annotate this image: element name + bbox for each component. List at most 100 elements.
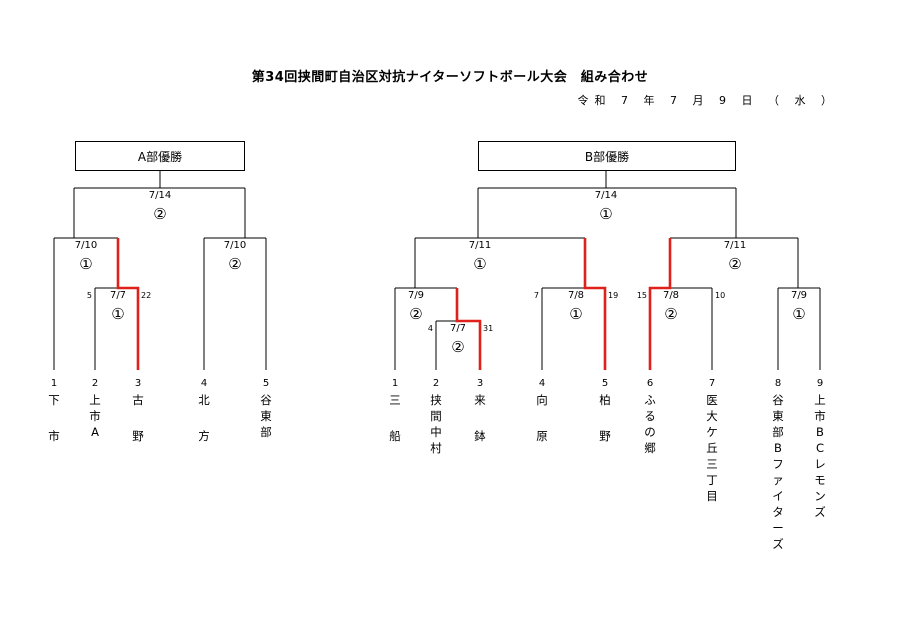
team-number: 1 [392, 378, 398, 389]
team-name-char: ン [814, 489, 826, 503]
match-court: ② [728, 255, 741, 273]
team-name-char: 谷 [260, 393, 272, 407]
team-name-char: 郷 [644, 441, 656, 455]
team-name-char: 東 [260, 409, 272, 423]
a-division-champion-box: A部優勝 [75, 141, 245, 171]
team-name-char: 挟 [430, 393, 442, 407]
match-court: ② [153, 205, 166, 223]
match-court: ② [451, 338, 464, 356]
match-court: ① [792, 305, 805, 323]
match-date: 7/14 [149, 190, 171, 201]
match-score-right: 22 [141, 291, 151, 300]
team-name-char: イ [772, 489, 784, 503]
team-name-char: 古 [132, 393, 144, 407]
match-date: 7/7 [450, 323, 466, 334]
team-name-char: 市 [48, 429, 60, 443]
match-score-left: 5 [87, 291, 92, 300]
match-score-left: 4 [428, 324, 433, 333]
event-date: 令和 7 年 7 月 9 日 （ 水 ） [577, 94, 838, 107]
team-name-char: 村 [430, 441, 442, 455]
match-date: 7/10 [224, 240, 246, 251]
team-name-char: 部 [260, 425, 272, 439]
team-name-char: 向 [536, 393, 548, 407]
team-name-char: 三 [706, 457, 718, 471]
match-date: 7/7 [110, 290, 126, 301]
team-name-char: 東 [772, 409, 784, 423]
match-date: 7/11 [724, 240, 746, 251]
team-name-char: 医 [706, 393, 718, 407]
team-number: 4 [201, 378, 207, 389]
winner-path-furuno [116, 238, 140, 370]
page-title: 第34回挟間町自治区対抗ナイターソフトボール大会 組み合わせ [251, 70, 649, 85]
team-name-char: フ [772, 457, 784, 471]
match-date: 7/11 [469, 240, 491, 251]
match-court: ① [79, 255, 92, 273]
team-name-char: レ [814, 457, 826, 471]
match-court: ① [111, 305, 124, 323]
match-date: 7/9 [408, 290, 424, 301]
match-court: ② [409, 305, 422, 323]
winner-path-furunosato [648, 238, 672, 370]
team-name-char: ケ [706, 425, 718, 439]
team-name-char: 原 [536, 429, 548, 443]
team-number: 7 [709, 378, 715, 389]
match-score-right: 31 [483, 324, 493, 333]
match-score-left: 15 [637, 291, 647, 300]
team-name-char: る [644, 409, 656, 423]
team-number: 8 [775, 378, 781, 389]
team-number: 9 [817, 378, 823, 389]
match-score-right: 10 [715, 291, 725, 300]
team-name-char: 部 [772, 425, 784, 439]
team-name-char: 市 [89, 409, 101, 423]
team-name-char: 下 [48, 393, 60, 407]
team-name-char: 目 [706, 489, 718, 503]
team-number: 5 [602, 378, 608, 389]
team-name-char: A [91, 425, 99, 439]
team-name-char: C [816, 441, 824, 455]
match-court: ① [569, 305, 582, 323]
match-court: ② [228, 255, 241, 273]
match-score-right: 19 [608, 291, 618, 300]
team-name-char: 方 [198, 429, 210, 443]
match-court: ① [599, 205, 612, 223]
team-name-char: ズ [772, 537, 784, 551]
winner-path-kuribachi [455, 288, 482, 370]
team-number: 6 [647, 378, 653, 389]
team-number: 4 [539, 378, 545, 389]
match-court: ② [664, 305, 677, 323]
team-name-char: 谷 [772, 393, 784, 407]
team-name-char: 来 [474, 393, 486, 407]
team-name-char: 三 [389, 393, 401, 407]
match-date: 7/9 [791, 290, 807, 301]
team-number: 2 [92, 378, 98, 389]
team-number: 3 [477, 378, 483, 389]
team-name-char: 上 [89, 393, 101, 407]
team-name-char: 北 [198, 393, 210, 407]
team-name-char: B [816, 425, 824, 439]
b-division-champion-label: B部優勝 [584, 149, 630, 164]
team-name-char: 市 [814, 409, 826, 423]
match-date: 7/8 [663, 290, 679, 301]
team-name-char: タ [772, 505, 784, 519]
match-score-left: 7 [534, 291, 539, 300]
team-name-char: ふ [644, 393, 656, 407]
team-name-char: 丘 [706, 441, 718, 455]
team-name-char: ズ [814, 505, 826, 519]
team-name-char: モ [814, 473, 826, 487]
team-number: 3 [135, 378, 141, 389]
team-name-char: 野 [599, 429, 611, 443]
team-name-char: 間 [430, 409, 442, 423]
team-name-char: 船 [389, 429, 401, 443]
team-name-char: ー [772, 521, 784, 535]
team-name-char: B [774, 441, 782, 455]
b-division-champion-box: B部優勝 [478, 141, 736, 171]
team-name-char: 中 [430, 425, 442, 439]
team-name-char: 大 [706, 409, 718, 423]
team-number: 1 [51, 378, 57, 389]
team-number: 2 [433, 378, 439, 389]
match-date: 7/14 [595, 190, 617, 201]
winner-path-kashiwano [583, 238, 607, 370]
team-name-char: 野 [132, 429, 144, 443]
